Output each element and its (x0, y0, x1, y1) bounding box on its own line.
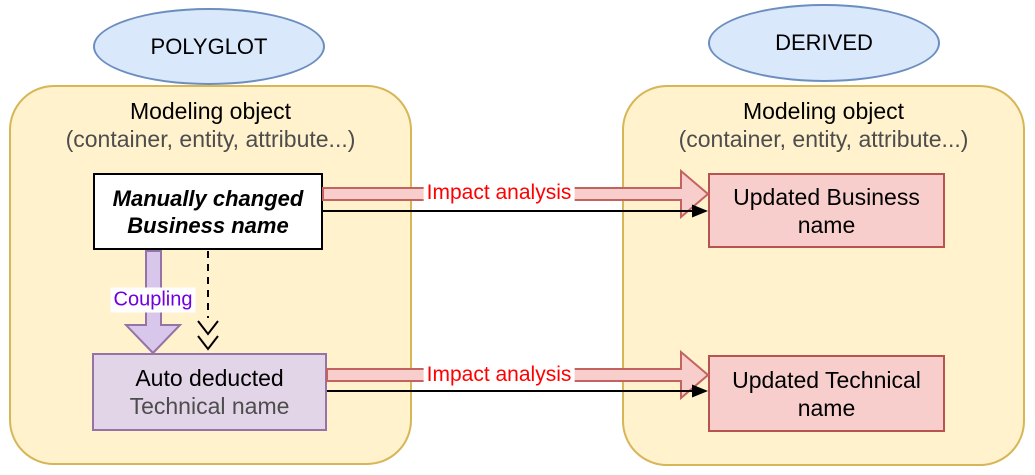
polyglot-container-title: Modeling object (129, 98, 292, 124)
impact-analysis-label-bottom: Impact analysis (423, 362, 575, 388)
impact-analysis-label-top: Impact analysis (423, 180, 575, 206)
manually-changed-business-name-box: Manually changed Business name (93, 173, 323, 250)
derived-container-heading: Modeling object (container, entity, attr… (624, 97, 1023, 153)
updated-technical-name-box: Updated Technical name (708, 355, 945, 432)
updated-business-line: Updated Business (733, 183, 920, 210)
polyglot-container-heading: Modeling object (container, entity, attr… (11, 97, 410, 153)
coupling-label: Coupling (110, 287, 196, 313)
polyglot-ellipse-label: POLYGLOT (150, 33, 268, 59)
updated-technical-name-line2: name (797, 394, 856, 421)
derived-ellipse: DERIVED (708, 4, 940, 82)
manually-changed-line: Manually changed (112, 185, 304, 211)
technical-name-line: Technical name (129, 393, 290, 419)
business-name-line: Business name (127, 212, 289, 238)
derived-ellipse-label: DERIVED (775, 30, 873, 55)
polyglot-ellipse: POLYGLOT (93, 8, 325, 85)
updated-technical-line: Updated Technical (732, 366, 921, 393)
updated-business-name-line2: name (797, 211, 856, 238)
auto-deducted-line: Auto deducted (135, 365, 284, 391)
derived-container-subtitle: (container, entity, attribute...) (678, 126, 969, 152)
auto-deducted-technical-name-box: Auto deducted Technical name (92, 353, 327, 431)
polyglot-container-subtitle: (container, entity, attribute...) (65, 126, 356, 152)
derived-container-title: Modeling object (742, 98, 905, 124)
updated-business-name-box: Updated Business name (708, 173, 945, 248)
